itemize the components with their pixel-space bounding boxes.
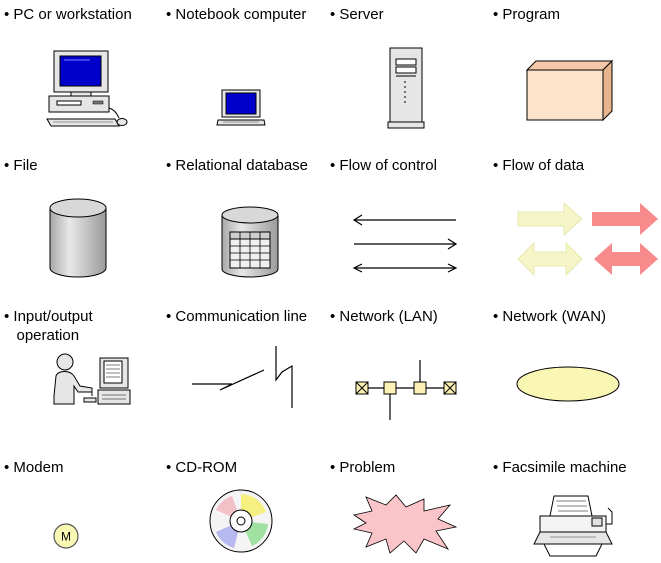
- label-facsimile-machine: • Facsimile machine: [493, 459, 627, 476]
- flow-of-control-icon: [352, 214, 458, 273]
- modem-icon-letter: M: [61, 530, 71, 544]
- label-relational-database: • Relational database: [166, 157, 309, 174]
- relational-database-icon: [221, 206, 279, 278]
- facsimile-machine-icon: [533, 495, 613, 557]
- program-icon: [525, 59, 614, 122]
- label-program: • Program: [493, 6, 560, 23]
- label-flow-of-control: • Flow of control: [330, 157, 437, 174]
- label-problem: • Problem: [330, 459, 396, 476]
- flow-of-data-icon: [517, 201, 658, 277]
- file-icon: [49, 198, 107, 278]
- label-modem: • Modem: [4, 459, 64, 476]
- input-output-operation-icon: [53, 353, 131, 405]
- network-wan-icon: [516, 366, 620, 402]
- network-lan-icon: [355, 360, 457, 420]
- label-notebook-computer: • Notebook computer: [166, 6, 307, 23]
- label-flow-of-data: • Flow of data: [493, 157, 585, 174]
- problem-icon: [352, 494, 458, 554]
- pc-workstation-icon: [46, 50, 128, 127]
- modem-icon: M: [53, 523, 79, 549]
- label-communication-line: • Communication line: [166, 308, 308, 325]
- label-pc-or-workstation: • PC or workstation: [4, 6, 132, 23]
- label-file: • File: [4, 157, 38, 174]
- label-network-wan: • Network (WAN): [493, 308, 607, 325]
- label-cd-rom: • CD-ROM: [166, 459, 238, 476]
- label-server: • Server: [330, 6, 384, 23]
- notebook-computer-icon: [216, 89, 266, 126]
- label-input-output-operation: • Input/output operation: [4, 308, 93, 344]
- server-icon: [387, 47, 425, 129]
- cd-rom-icon: [209, 489, 273, 553]
- label-network-lan: • Network (LAN): [330, 308, 438, 325]
- communication-line-icon: [192, 346, 293, 408]
